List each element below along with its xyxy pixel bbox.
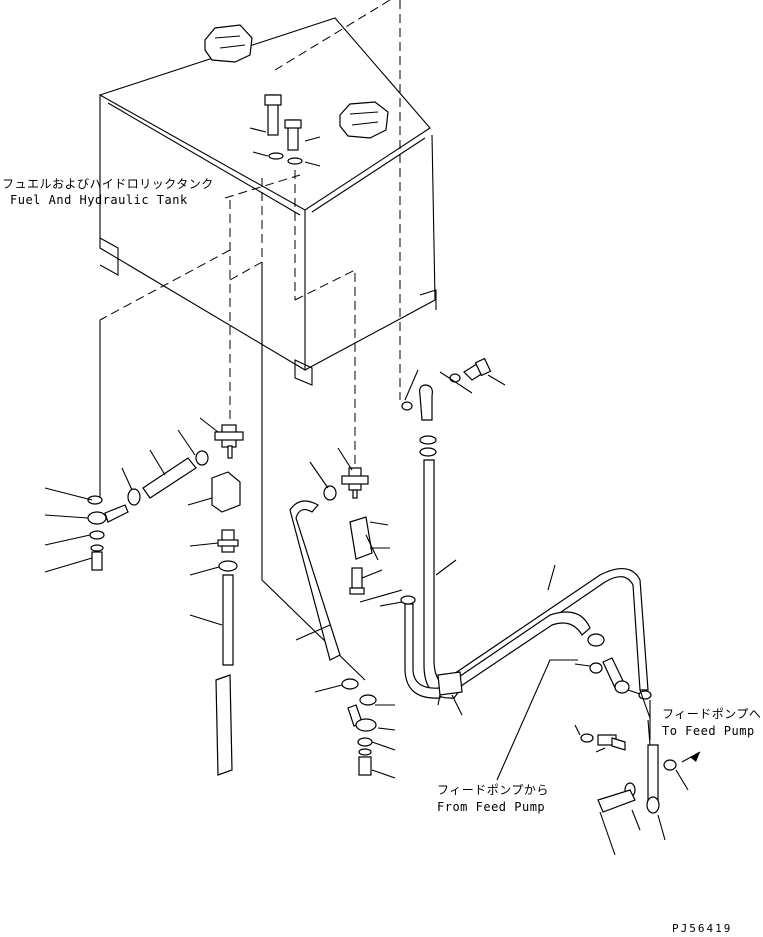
from-feed-pump-label-jp: フィードポンプから	[437, 783, 549, 797]
tank-label-jp: フュエルおよびハイドロリックタンク	[2, 177, 214, 191]
right-pipe-assembly	[359, 357, 701, 856]
fuel-hydraulic-tank	[98, 17, 437, 386]
to-pump-leader	[639, 689, 651, 719]
to-feed-pump-label-en: To Feed Pump	[662, 724, 755, 738]
tank-label-en: Fuel And Hydraulic Tank	[10, 193, 188, 207]
to-feed-pump-label-jp: フィードポンプへ	[662, 707, 762, 721]
middle-hose-assembly	[289, 447, 396, 779]
from-pump-leader	[496, 659, 578, 781]
drawing-number: PJ56419	[672, 922, 733, 935]
left-hose-assembly	[44, 417, 244, 776]
routing-dash-lines	[99, 0, 401, 470]
from-feed-pump-label-en: From Feed Pump	[437, 800, 546, 814]
